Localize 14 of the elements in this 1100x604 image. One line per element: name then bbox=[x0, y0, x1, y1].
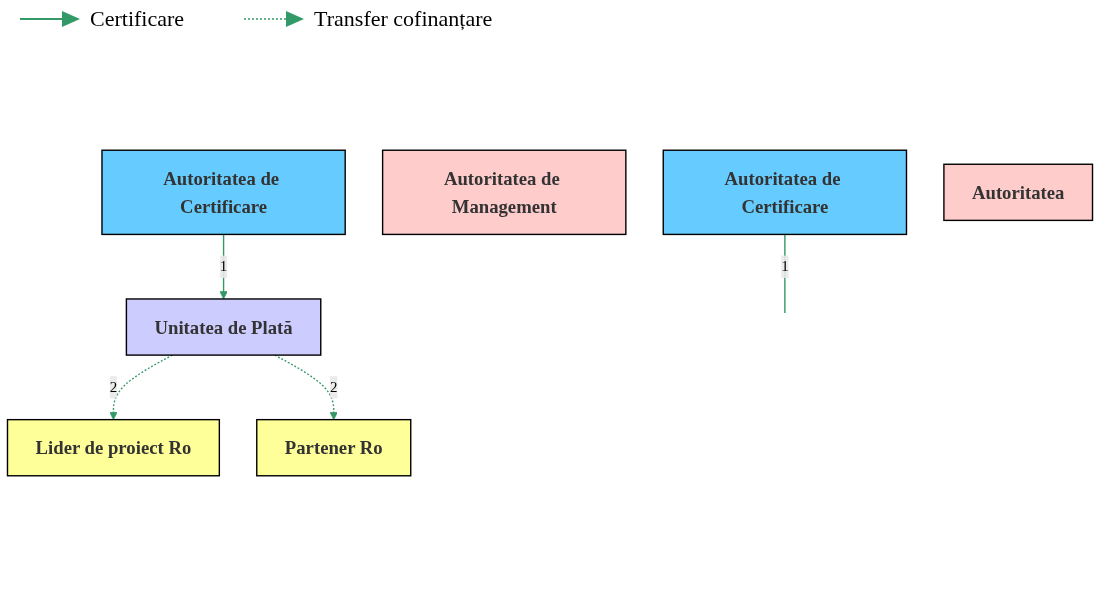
node-box: Unitatea de Plată bbox=[125, 298, 322, 356]
arrow bbox=[219, 233, 228, 300]
node-box: Autoritatea de Certificare bbox=[662, 149, 908, 236]
edge-label: 1 bbox=[219, 258, 228, 275]
edge-label: 1 bbox=[781, 258, 789, 275]
node-box: Autoritatea bbox=[943, 163, 1094, 222]
legend-text: Transfer cofinanțare bbox=[314, 6, 493, 32]
edge-label: 2 bbox=[330, 378, 338, 395]
node-box: Partener Ro bbox=[256, 418, 412, 477]
node-box: Lider de proiect Ro bbox=[6, 418, 221, 477]
node-box: Autoritatea de Certificare bbox=[101, 149, 346, 236]
legend-text: Certificare bbox=[90, 6, 185, 32]
edge-label: 2 bbox=[109, 378, 118, 395]
node-box: Autoritatea de Management bbox=[381, 149, 627, 236]
